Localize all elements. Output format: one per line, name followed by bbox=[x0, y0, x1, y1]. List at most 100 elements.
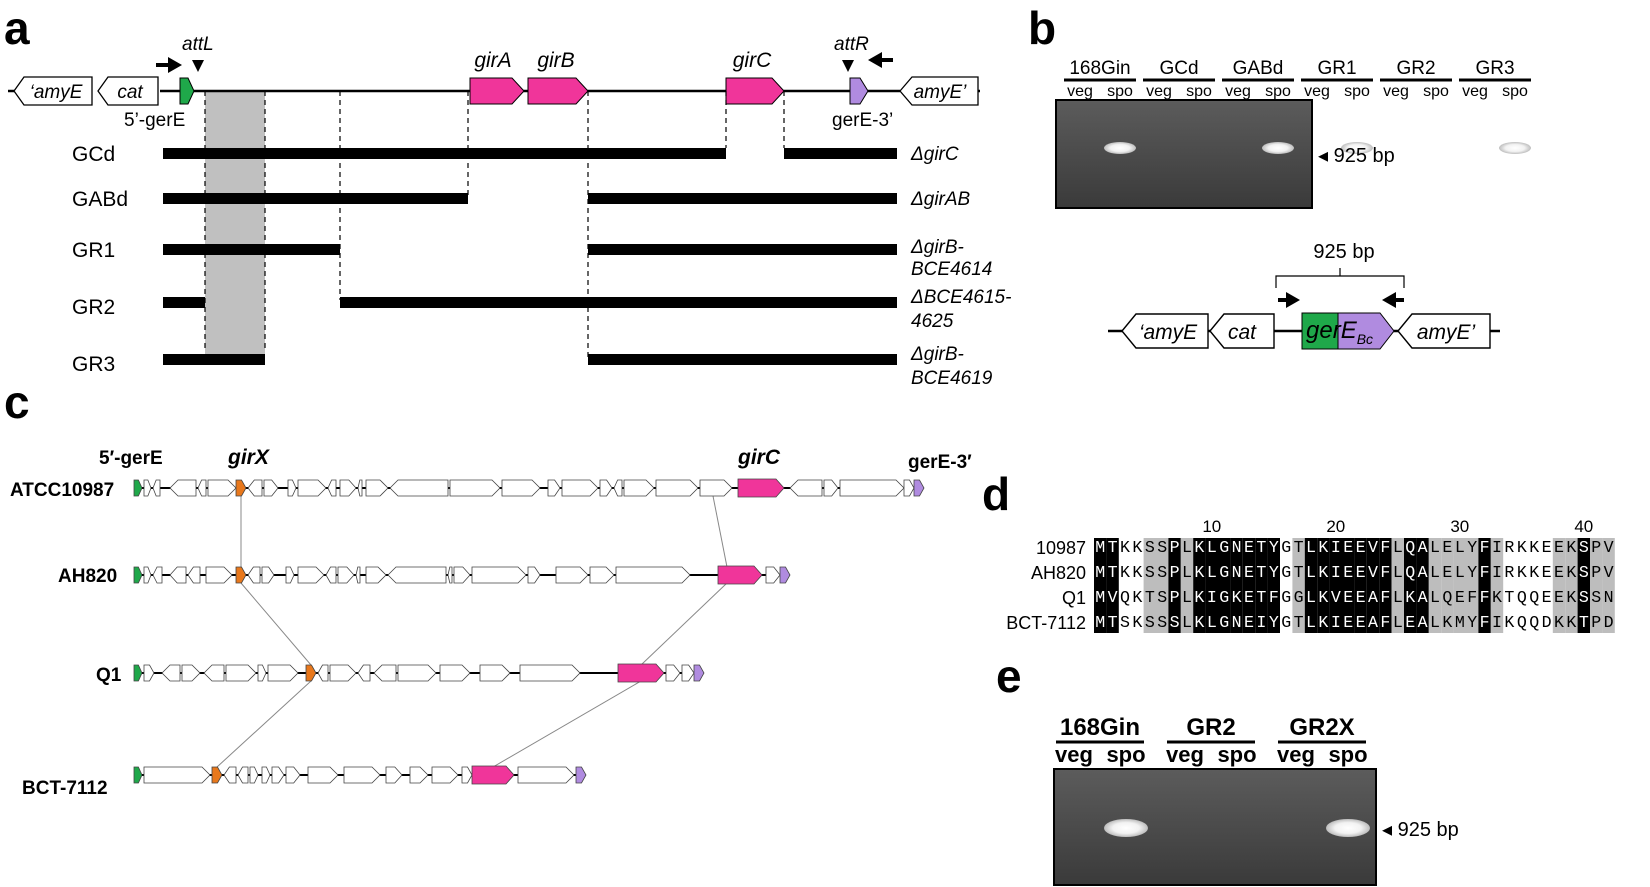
alignment-residue: K bbox=[1405, 588, 1415, 607]
alignment-residue: S bbox=[1145, 538, 1155, 557]
synteny-gene bbox=[237, 766, 249, 784]
synteny-gene bbox=[439, 664, 471, 682]
synteny-gene bbox=[197, 479, 207, 497]
alignment-residue: E bbox=[1554, 588, 1564, 607]
alignment-residue: E bbox=[1343, 538, 1353, 557]
alignment-residue: E bbox=[1356, 588, 1366, 607]
deletion-label-GR1-b: BCE4614 bbox=[911, 259, 992, 280]
synteny-gene bbox=[161, 664, 181, 682]
alignment-column-shade bbox=[1255, 538, 1268, 633]
gel-e-band bbox=[1326, 819, 1370, 837]
alignment-residue: I bbox=[1256, 613, 1266, 632]
alignment-residue: E bbox=[1442, 538, 1452, 557]
gel-b-condition-label: veg bbox=[1304, 83, 1330, 100]
alignment-residue: F bbox=[1380, 613, 1390, 632]
synteny-gene bbox=[271, 766, 285, 784]
alignment-residue: K bbox=[1194, 538, 1204, 557]
panel-label-e: e bbox=[996, 650, 1022, 702]
alignment-residue: L bbox=[1306, 563, 1316, 582]
alignment-residue: Y bbox=[1269, 538, 1279, 557]
alignment-column-shade bbox=[1453, 538, 1466, 633]
alignment-residue: M bbox=[1455, 613, 1465, 632]
alignment-residue: L bbox=[1306, 588, 1316, 607]
alignment-residue: I bbox=[1331, 563, 1341, 582]
synteny-gene bbox=[737, 478, 785, 498]
alignment-residue: K bbox=[1566, 613, 1576, 632]
alignment-residue: G bbox=[1281, 563, 1291, 582]
gene-label-cat: cat bbox=[117, 82, 143, 103]
panel-label-c: c bbox=[4, 376, 30, 428]
attL-marker-icon bbox=[192, 60, 204, 72]
alignment-residue: I bbox=[1492, 538, 1502, 557]
alignment-column-shade bbox=[1304, 538, 1318, 633]
alignment-residue: S bbox=[1579, 588, 1589, 607]
alignment-residue: K bbox=[1194, 613, 1204, 632]
alignment-residue: K bbox=[1504, 613, 1514, 632]
alignment-ruler-tick: 40 bbox=[1574, 517, 1593, 536]
gel-e-band bbox=[1104, 819, 1148, 837]
construct-amyE-left bbox=[1121, 313, 1209, 349]
alignment-ruler-tick: 20 bbox=[1326, 517, 1345, 536]
gel-b-condition-label: spo bbox=[1423, 83, 1449, 100]
gel-b-lane-name: GR3 bbox=[1475, 58, 1514, 79]
alignment-column-shade bbox=[1577, 538, 1590, 633]
alignment-residue: K bbox=[1132, 588, 1142, 607]
alignment-residue: Q bbox=[1529, 613, 1539, 632]
alignment-residue: E bbox=[1356, 613, 1366, 632]
alignment-residue: L bbox=[1393, 563, 1403, 582]
synteny-gene bbox=[409, 766, 429, 784]
synteny-gene bbox=[357, 479, 363, 497]
synteny-gene bbox=[187, 566, 201, 584]
alignment-residue: T bbox=[1108, 538, 1118, 557]
alignment-residue: E bbox=[1244, 538, 1254, 557]
synteny-gene bbox=[431, 766, 459, 784]
alignment-residue: L bbox=[1207, 538, 1217, 557]
alignment-residue: A bbox=[1368, 613, 1378, 632]
primer-forward-icon bbox=[168, 57, 182, 73]
alignment-residue: T bbox=[1504, 588, 1514, 607]
alignment-residue: K bbox=[1529, 563, 1539, 582]
alignment-residue: E bbox=[1343, 588, 1353, 607]
alignment-residue: V bbox=[1604, 538, 1614, 557]
alignment-column-shade bbox=[1230, 538, 1243, 633]
gel-b-band bbox=[1499, 142, 1531, 154]
alignment-residue: V bbox=[1331, 588, 1341, 607]
synteny-gene bbox=[365, 479, 389, 497]
alignment-residue: K bbox=[1120, 563, 1130, 582]
synteny-gene bbox=[555, 566, 589, 584]
alignment-residue: P bbox=[1170, 538, 1180, 557]
alignment-residue: S bbox=[1591, 588, 1601, 607]
gene-girA bbox=[469, 77, 525, 105]
synteny-gene bbox=[337, 566, 355, 584]
synteny-gene bbox=[223, 766, 237, 784]
synteny-gene bbox=[519, 664, 581, 682]
alignment-residue: E bbox=[1455, 588, 1465, 607]
ortholog-link bbox=[640, 582, 728, 666]
alignment-residue: V bbox=[1108, 588, 1118, 607]
gene-girB bbox=[527, 77, 589, 105]
alignment-residue: L bbox=[1207, 563, 1217, 582]
alignment-residue: E bbox=[1244, 588, 1254, 607]
alignment-residue: K bbox=[1318, 538, 1328, 557]
gene-gerE-5 bbox=[179, 77, 195, 105]
alignment-residue: T bbox=[1294, 563, 1304, 582]
synteny-gene bbox=[655, 479, 699, 497]
alignment-residue: S bbox=[1120, 613, 1130, 632]
alignment-residue: K bbox=[1194, 563, 1204, 582]
synteny-gene bbox=[479, 664, 511, 682]
construct-label-gerE: gerEBc bbox=[1306, 317, 1373, 347]
alignment-residue: K bbox=[1529, 538, 1539, 557]
alignment-residue: K bbox=[1566, 588, 1576, 607]
gel-e-lane-name: GR2 bbox=[1186, 714, 1235, 741]
synteny-gene bbox=[133, 664, 143, 682]
synteny-gene bbox=[617, 663, 665, 683]
synteny-gene bbox=[235, 479, 247, 497]
alignment-residue: K bbox=[1318, 613, 1328, 632]
alignment-residue: N bbox=[1232, 563, 1242, 582]
alignment-residue: E bbox=[1554, 563, 1564, 582]
alignment-residue: R bbox=[1504, 538, 1514, 557]
synteny-gene bbox=[133, 766, 143, 784]
alignment-residue: K bbox=[1132, 563, 1142, 582]
